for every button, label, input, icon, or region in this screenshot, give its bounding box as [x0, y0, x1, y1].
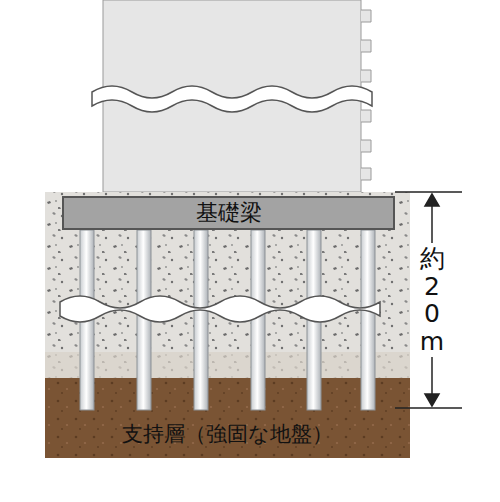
- foundation-beam: 基礎梁: [62, 196, 395, 230]
- bearing-layer: 支持層（強固な地盤）: [45, 378, 410, 458]
- node-text: 基礎梁: [196, 198, 262, 228]
- node-text: 支持層（強固な地盤）: [122, 420, 333, 448]
- dimension-label: 約20m: [420, 243, 445, 357]
